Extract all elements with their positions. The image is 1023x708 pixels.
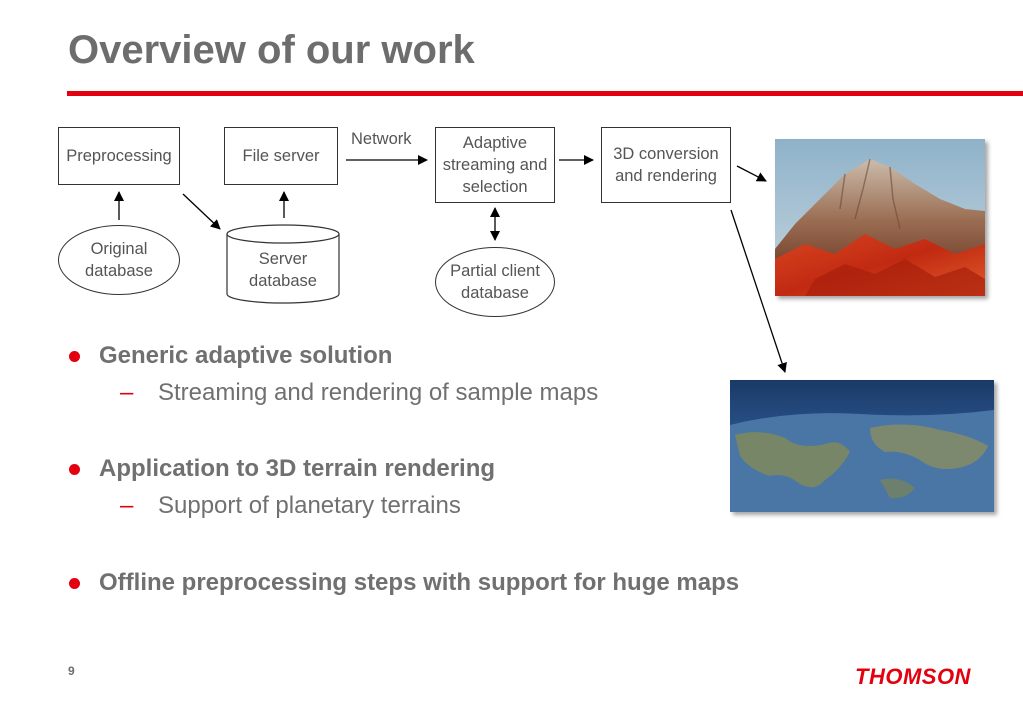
sub-bullet-dash: – [120,492,133,520]
original-database-ellipse: Original database [58,225,180,295]
partial-client-database-label: Partial client database [444,260,546,304]
sub-bullet-dash: – [120,379,133,407]
bullet-3-text: Offline preprocessing steps with support… [99,569,739,597]
server-database-label: Server database [226,248,340,292]
preprocessing-box: Preprocessing [58,127,180,185]
bullet-dot [69,464,80,475]
sub-bullet-1-text: Streaming and rendering of sample maps [158,379,598,407]
file-server-box: File server [224,127,338,185]
bullet-1-text: Generic adaptive solution [99,342,392,370]
thomson-logo: THOMSON [855,664,971,690]
bullet-dot [69,578,80,589]
bullet-dot [69,351,80,362]
original-database-label: Original database [81,238,157,282]
partial-client-database-ellipse: Partial client database [435,247,555,317]
arrow-conversion-to-mountain [737,166,766,181]
preprocessing-label: Preprocessing [66,145,171,167]
conversion-box: 3D conversion and rendering [601,127,731,203]
page-number: 9 [68,664,75,678]
sub-bullet-2-text: Support of planetary terrains [158,492,461,520]
planetary-terrain-image [730,380,994,512]
bullet-2-text: Application to 3D terrain rendering [99,455,495,483]
network-label: Network [351,130,412,149]
adaptive-streaming-box: Adaptive streaming and selection [435,127,555,203]
server-database-cylinder: Server database [226,224,340,304]
adaptive-streaming-label: Adaptive streaming and selection [440,132,550,198]
arrow-preprocessing-to-server-db [183,194,220,229]
file-server-label: File server [242,145,319,167]
slide-title: Overview of our work [68,28,475,73]
terrain-mountain-image [775,139,985,296]
conversion-label: 3D conversion and rendering [606,143,726,187]
title-underline [67,91,1023,96]
